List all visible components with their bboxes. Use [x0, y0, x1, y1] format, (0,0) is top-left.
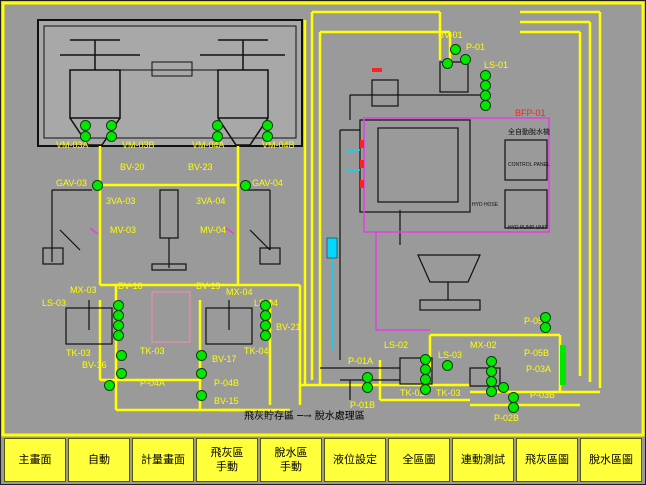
- nav-overall-map[interactable]: 全區圖: [388, 438, 450, 482]
- status-lamp: [508, 402, 519, 413]
- bottom-nav-bar: 主畫面 自動 計量畫面 飛灰區 手動 脫水區 手動 液位設定 全區圖 連動測試 …: [3, 438, 643, 482]
- status-lamp: [480, 100, 491, 111]
- status-lamp: [420, 384, 431, 395]
- status-lamp: [196, 350, 207, 361]
- nav-level-settings[interactable]: 液位設定: [324, 438, 386, 482]
- status-lamp: [196, 368, 207, 379]
- status-lamp: [106, 120, 117, 131]
- label-ls03-right: LS-03: [438, 350, 463, 360]
- label-bv21: BV-21: [276, 322, 301, 332]
- label-panel-title: 全自動脫水機: [508, 129, 550, 136]
- status-lamp: [104, 380, 115, 391]
- label-3va03: 3VA-03: [106, 196, 136, 206]
- flow-direction-label: 飛灰貯存區 ─→ 脫水處理區: [244, 411, 365, 422]
- label-bv15: BV-15: [214, 396, 239, 406]
- label-ls02: LS-02: [384, 340, 409, 350]
- status-lamp: [450, 44, 461, 55]
- label-tk03b: TK-03: [140, 346, 165, 356]
- nav-metering[interactable]: 計量畫面: [132, 438, 194, 482]
- nav-dewater-map[interactable]: 脫水區圖: [580, 438, 642, 482]
- status-lamp: [80, 131, 91, 142]
- silo-04: [200, 39, 285, 146]
- label-p03b: P-03B: [530, 390, 556, 400]
- label-bv18: BV-18: [118, 281, 143, 291]
- nav-fly-ash-manual[interactable]: 飛灰區 手動: [196, 438, 258, 482]
- status-lamp: [92, 180, 103, 191]
- status-lamp: [212, 120, 223, 131]
- label-ls03: LS-03: [42, 298, 67, 308]
- status-lamp: [540, 322, 551, 333]
- yellow-pipes: [98, 10, 602, 412]
- status-lamp: [262, 131, 273, 142]
- process-diagram: [1, 1, 645, 437]
- label-vm03b: VM-03B: [122, 140, 155, 150]
- label-p04b: P-04B: [214, 378, 240, 388]
- label-bv20: BV-20: [120, 162, 145, 172]
- status-lamp: [116, 368, 127, 379]
- label-p05a: P-05A: [524, 316, 550, 326]
- outer-border: [1, 1, 645, 437]
- label-3va04: 3VA-04: [196, 196, 226, 206]
- label-p03a: P-03A: [526, 364, 552, 374]
- label-tk03: TK-03: [66, 348, 91, 358]
- status-lamp: [196, 390, 207, 401]
- status-lamp: [260, 330, 271, 341]
- label-gav03: GAV-03: [56, 178, 87, 188]
- label-tk03-right: TK-03: [436, 388, 461, 398]
- label-bv01: BV-01: [438, 30, 463, 40]
- status-lamp: [362, 382, 373, 393]
- label-vm04a: VM-04A: [192, 140, 225, 150]
- status-lamp: [460, 54, 471, 65]
- status-lamp: [116, 350, 127, 361]
- status-lamp: [262, 120, 273, 131]
- status-lamp: [212, 131, 223, 142]
- label-vm04b: VM-04B: [262, 140, 295, 150]
- silo-03: [60, 39, 140, 146]
- label-mx04: MX-04: [226, 287, 253, 297]
- nav-main-screen[interactable]: 主畫面: [4, 438, 66, 482]
- label-p02b: P-02B: [494, 413, 520, 423]
- nav-linkage-test[interactable]: 連動測試: [452, 438, 514, 482]
- nav-fly-ash-map[interactable]: 飛灰區圖: [516, 438, 578, 482]
- label-p01a: P-01A: [348, 356, 374, 366]
- label-tk04: TK-04: [244, 346, 269, 356]
- nav-dewater-manual[interactable]: 脫水區 手動: [260, 438, 322, 482]
- status-lamp: [498, 382, 509, 393]
- label-hyd-unit: HYD PUMP UNIT: [508, 225, 548, 231]
- label-tk02: TK-02: [400, 388, 425, 398]
- nav-auto[interactable]: 自動: [68, 438, 130, 482]
- label-vm03a: VM-03A: [56, 140, 89, 150]
- label-p05b: P-05B: [524, 348, 550, 358]
- status-lamp: [80, 120, 91, 131]
- label-mv04: MV-04: [200, 225, 227, 235]
- label-bfp01: BFP-01: [515, 108, 546, 118]
- label-bv17: BV-17: [212, 354, 237, 364]
- status-lamp: [113, 330, 124, 341]
- status-lamp: [486, 386, 497, 397]
- label-mx02: MX-02: [470, 340, 497, 350]
- label-bv16: BV-16: [82, 360, 107, 370]
- status-lamp: [442, 58, 453, 69]
- status-lamp: [240, 180, 251, 191]
- status-lamp: [106, 131, 117, 142]
- label-ls01: LS-01: [484, 60, 509, 70]
- label-control-panel: CONTROL PANEL: [508, 162, 550, 168]
- label-mx03: MX-03: [70, 285, 97, 295]
- label-gav04: GAV-04: [252, 178, 283, 188]
- label-mv03: MV-03: [110, 225, 137, 235]
- label-bv23: BV-23: [188, 162, 213, 172]
- label-p01: P-01: [466, 42, 486, 52]
- label-bv19: BV-19: [196, 281, 221, 291]
- label-p01b: P-01B: [350, 400, 376, 410]
- label-p04a: P-04A: [140, 378, 166, 388]
- label-hyd-hose: HYD HOSE: [472, 202, 499, 208]
- green-level-bar: [560, 345, 566, 385]
- status-lamp: [442, 360, 453, 371]
